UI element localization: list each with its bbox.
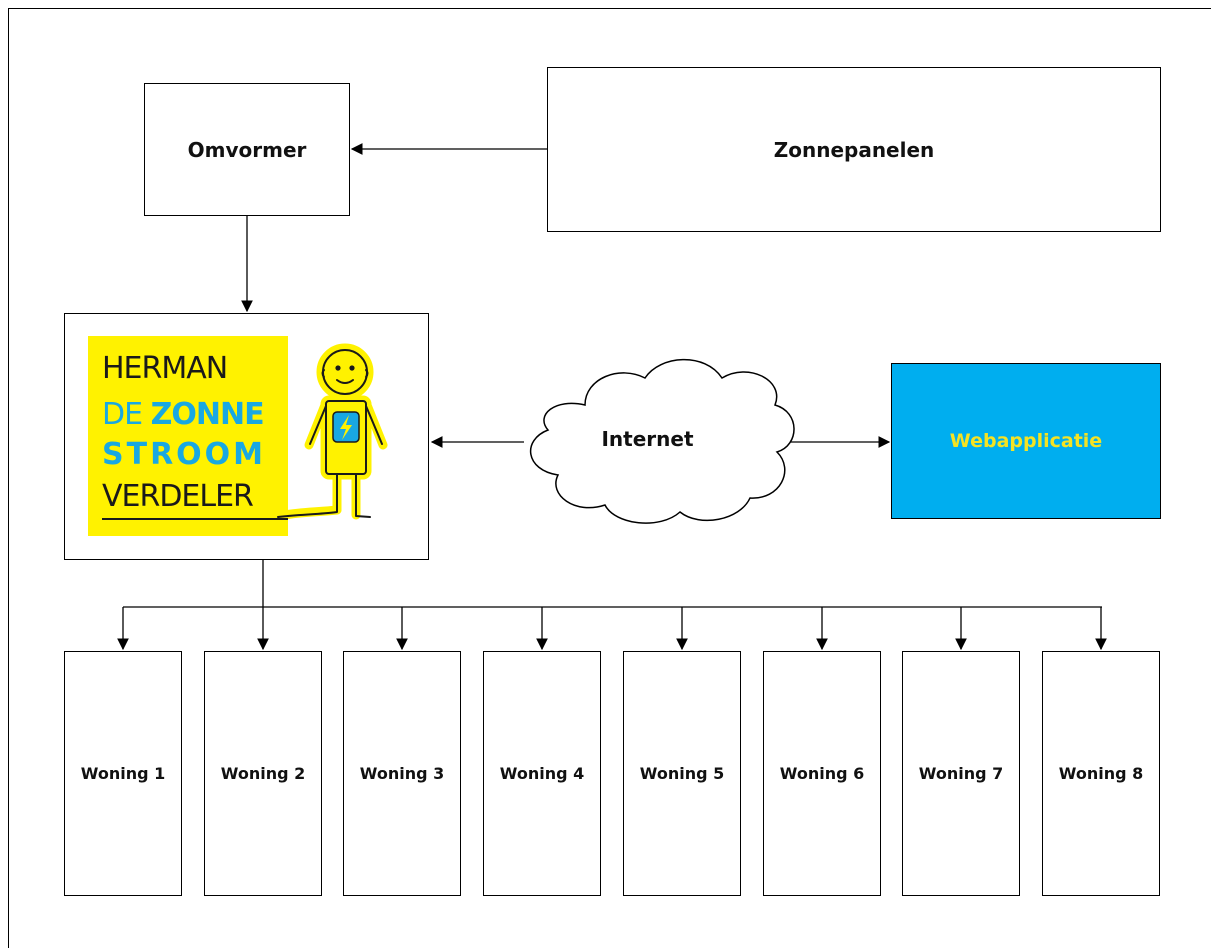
herman-logo: HERMAN DE ZONNE STROOM VERDELER xyxy=(88,336,288,536)
woning-box-1: Woning 1 xyxy=(64,651,182,896)
woning-label-4: Woning 4 xyxy=(499,764,585,783)
woning-label-5: Woning 5 xyxy=(639,764,725,783)
logo-word-zonne: ZONNE xyxy=(150,397,265,432)
logo-line-herman: HERMAN xyxy=(102,351,228,386)
woning-box-4: Woning 4 xyxy=(483,651,601,896)
woning-box-6: Woning 6 xyxy=(763,651,881,896)
woning-box-7: Woning 7 xyxy=(902,651,1020,896)
diagram-frame xyxy=(8,8,1211,948)
bus-drops xyxy=(117,607,1107,651)
woning-label-8: Woning 8 xyxy=(1058,764,1144,783)
zonnepanelen-label: Zonnepanelen xyxy=(773,137,935,162)
woning-label-6: Woning 6 xyxy=(779,764,865,783)
woning-label-1: Woning 1 xyxy=(80,764,166,783)
woning-box-8: Woning 8 xyxy=(1042,651,1160,896)
webapplicatie-label: Webapplicatie xyxy=(949,430,1103,452)
omvormer-label: Omvormer xyxy=(187,137,307,162)
logo-line-stroom: STROOM xyxy=(102,437,267,472)
webapplicatie-box: Webapplicatie xyxy=(891,363,1161,519)
lightning-bolt-icon xyxy=(332,411,360,443)
woning-box-5: Woning 5 xyxy=(623,651,741,896)
woning-label-2: Woning 2 xyxy=(220,764,306,783)
zonnepanelen-box: Zonnepanelen xyxy=(547,67,1161,232)
zonnestroom-verdeler-box xyxy=(64,313,429,560)
logo-word-de: DE xyxy=(102,397,151,432)
woning-box-3: Woning 3 xyxy=(343,651,461,896)
woning-label-7: Woning 7 xyxy=(918,764,1004,783)
internet-label: Internet xyxy=(601,427,694,451)
logo-line-verdeler: VERDELER xyxy=(102,479,254,514)
woning-label-3: Woning 3 xyxy=(359,764,445,783)
mascot-face xyxy=(321,365,369,384)
logo-background xyxy=(88,336,288,536)
cloud-icon xyxy=(530,358,795,524)
logo-line-de-zonne: DE ZONNE xyxy=(102,397,265,432)
omvormer-box: Omvormer xyxy=(144,83,350,216)
woning-box-2: Woning 2 xyxy=(204,651,322,896)
